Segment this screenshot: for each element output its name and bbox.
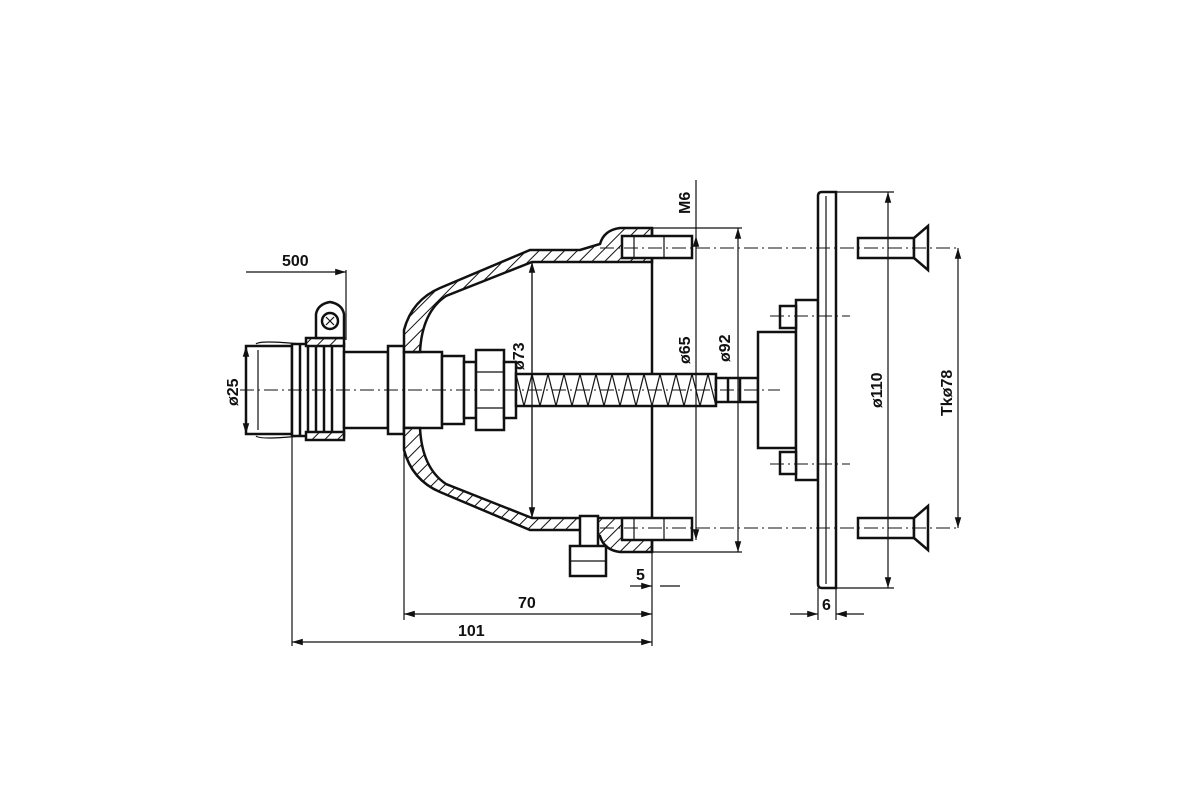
center-lines bbox=[240, 247, 960, 529]
dim-label-dia92: ø92 bbox=[717, 334, 734, 362]
dim-label-5: 5 bbox=[636, 567, 645, 584]
dim-label-tk78: Tkø78 bbox=[939, 370, 956, 416]
dim-label-101: 101 bbox=[458, 623, 485, 640]
dim-label-m6: M6 bbox=[677, 192, 694, 214]
dimension-lines bbox=[242, 180, 962, 646]
flange-stud-bottom bbox=[620, 516, 694, 542]
dim-label-dia25: ø25 bbox=[225, 378, 242, 406]
dim-label-dia65: ø65 bbox=[677, 336, 694, 364]
drain-nut bbox=[568, 514, 608, 578]
valve-block bbox=[756, 298, 820, 482]
dim-label-6: 6 bbox=[822, 597, 831, 614]
dim-label-500: 500 bbox=[282, 253, 309, 270]
dim-label-dia73: ø73 bbox=[511, 342, 528, 370]
cover-plate bbox=[816, 190, 838, 590]
hose-pipe bbox=[244, 336, 346, 442]
dim-label-dia110: ø110 bbox=[869, 372, 886, 408]
hose-clamp bbox=[314, 300, 346, 340]
dim-label-70: 70 bbox=[518, 595, 536, 612]
flange-stud-top bbox=[620, 234, 694, 260]
